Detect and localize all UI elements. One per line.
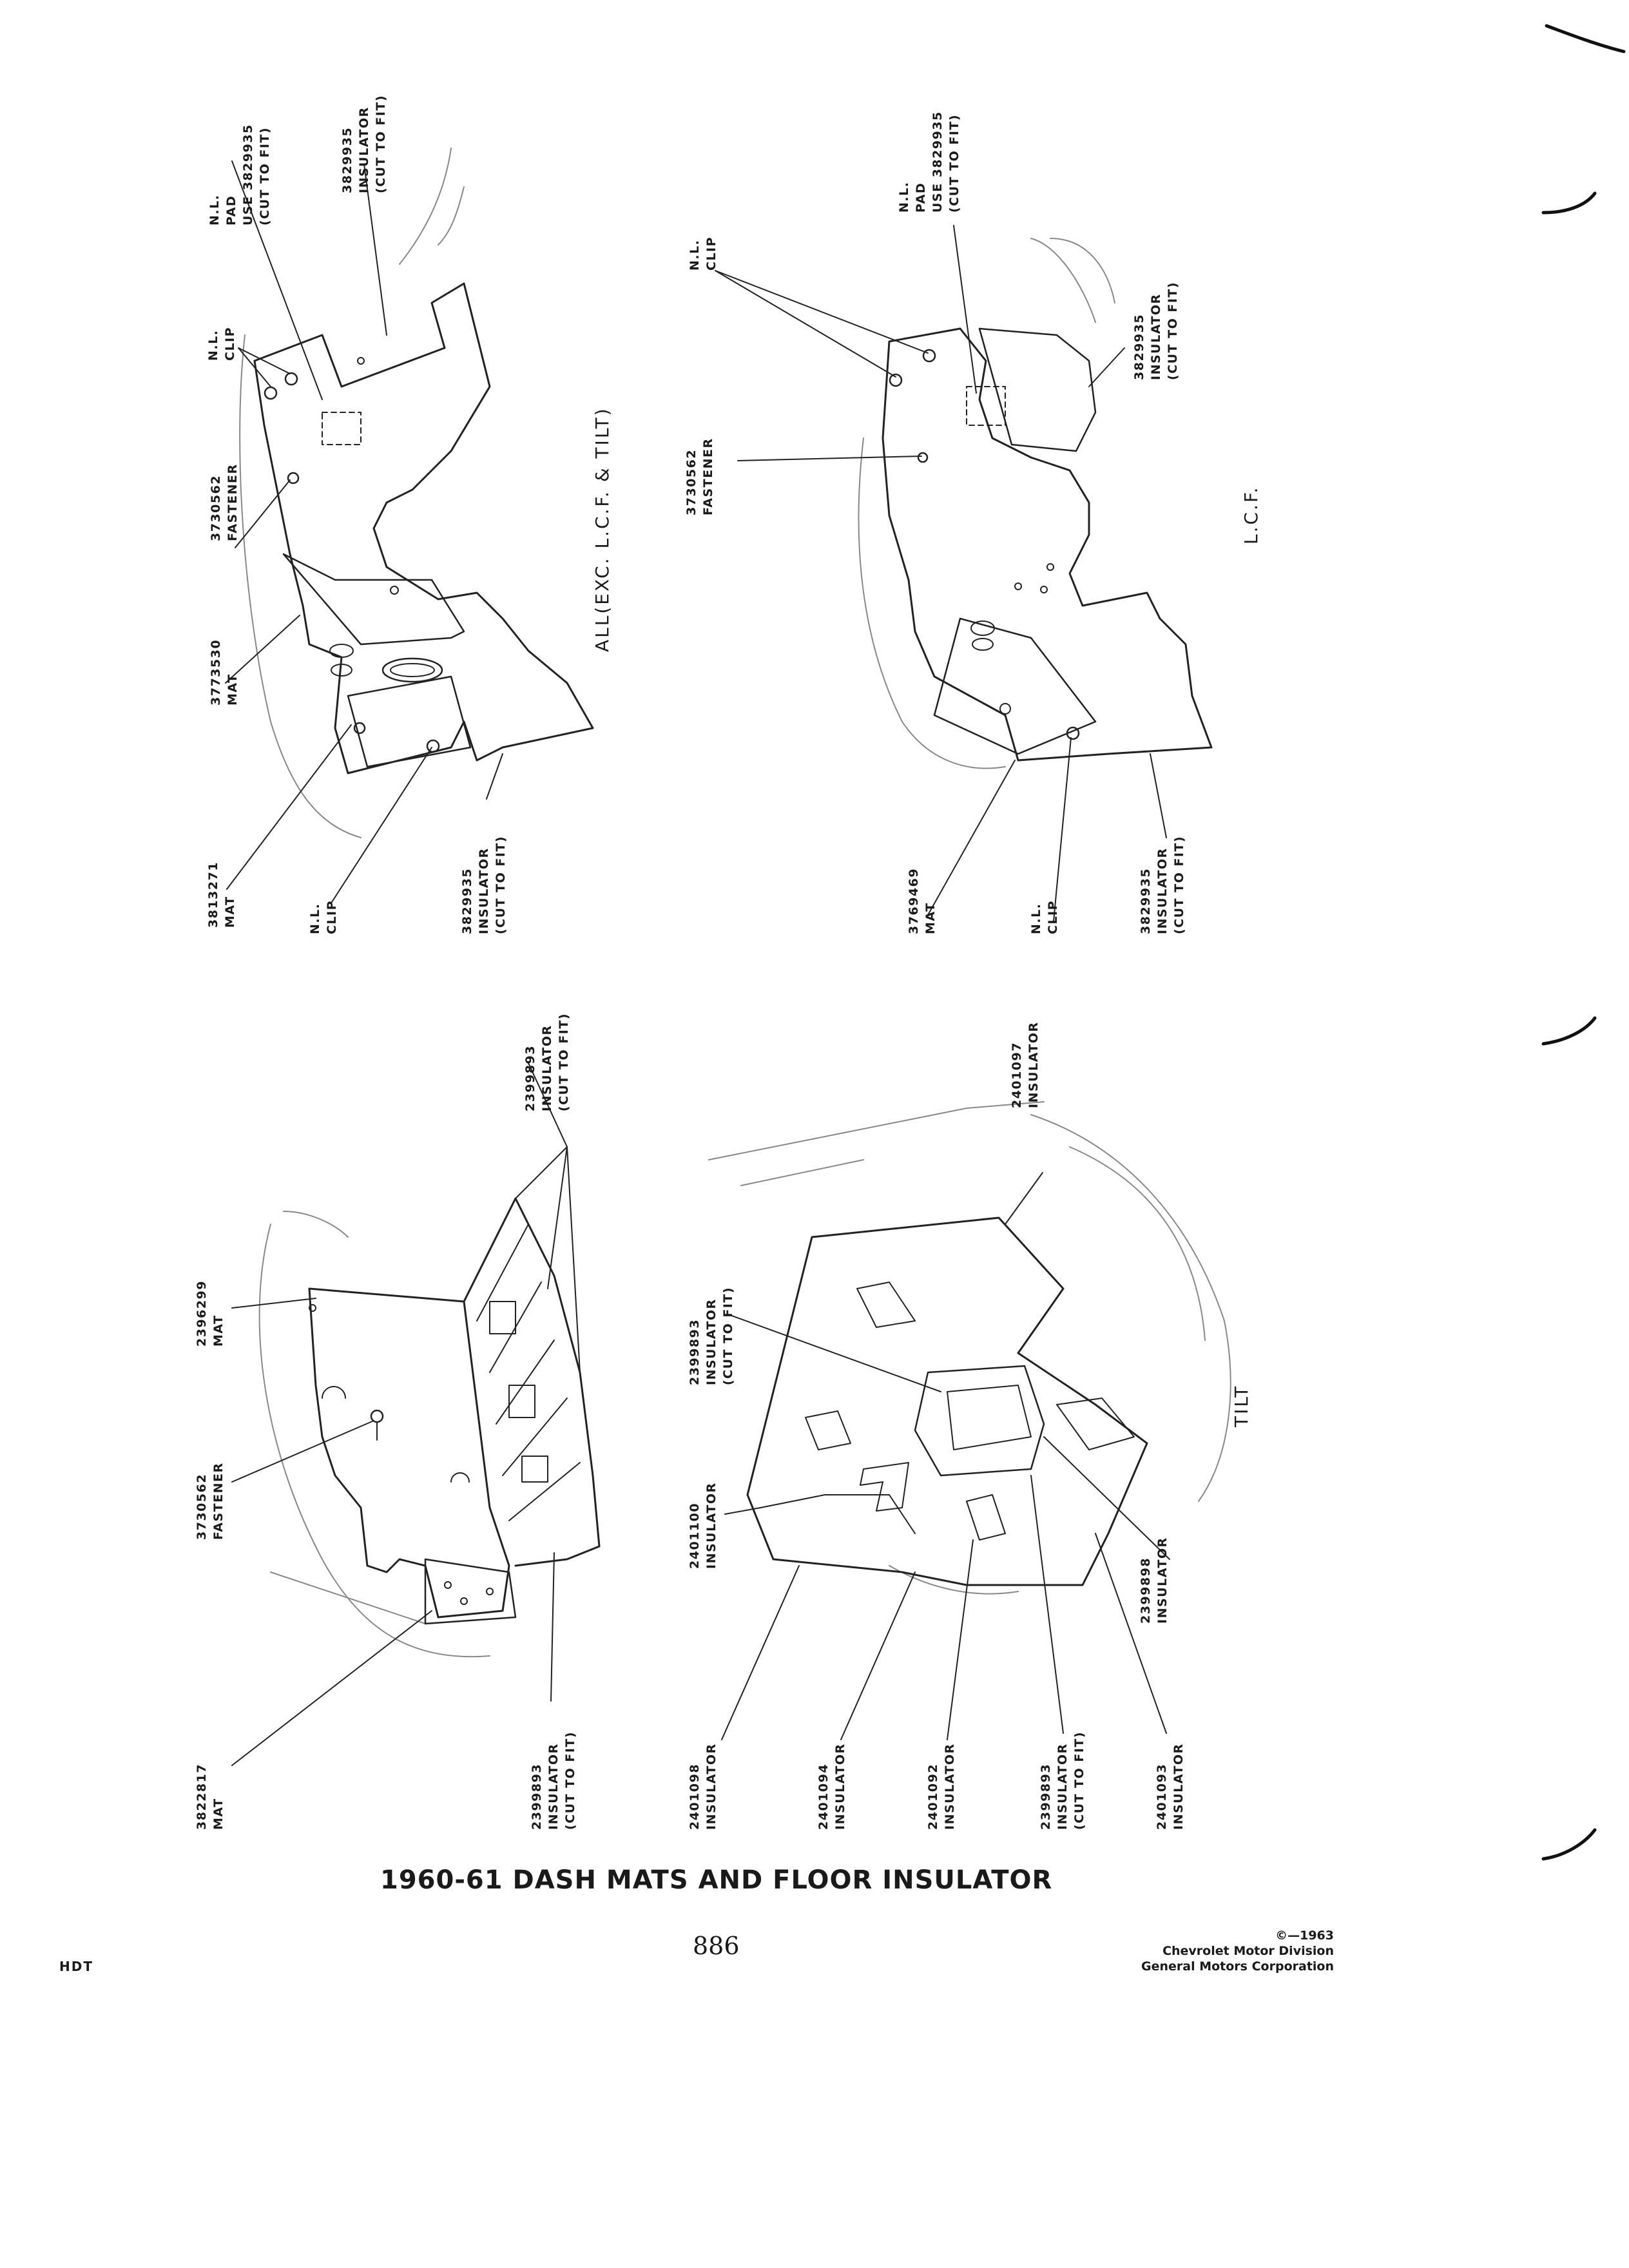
callout-v1-clip-bottom: N.L. CLIP (308, 899, 339, 934)
callout-v3-mat-3822817: 3822817 MAT (195, 1763, 226, 1830)
callout-v1-fastener: 3730562 FASTENER (209, 463, 240, 541)
callout-v2-mat-3769469: 3769469 MAT (907, 867, 938, 934)
footer-code: HDT (59, 1959, 93, 1974)
copyright-corporation: General Motors Corporation (1141, 1959, 1334, 1974)
callout-v4-insulator-2401100: 2401100 INSULATOR (688, 1482, 718, 1569)
view-lcf-drawing (715, 225, 1213, 922)
view-all-exc-drawing (225, 148, 594, 903)
callout-v3-insulator-top: 2399893 INSULATOR (CUT TO FIT) (523, 1012, 571, 1111)
callout-v2-insulator-bottom: 3829935 INSULATOR (CUT TO FIT) (1139, 835, 1186, 934)
callout-v4-insulator-2401094: 2401094 INSULATOR (816, 1743, 847, 1830)
callout-v2-insulator-top: 3829935 INSULATOR (CUT TO FIT) (1132, 281, 1180, 380)
callout-v1-mat-3773530: 3773530 MAT (209, 639, 240, 706)
callout-v4-insulator-2399898: 2399898 INSULATOR (1139, 1537, 1170, 1624)
callout-v2-fastener: 3730562 FASTENER (684, 437, 715, 515)
callout-v4-insulator-2401093: 2401093 INSULATOR (1155, 1743, 1186, 1830)
scan-marks (1541, 24, 1626, 1861)
view-label-all-exc: ALL(EXC. L.C.F. & TILT) (592, 407, 613, 652)
view-label-lcf: L.C.F. (1240, 485, 1262, 544)
callout-v2-clip-bottom: N.L. CLIP (1029, 899, 1060, 934)
view-dash-mat-drawing (231, 1062, 601, 1766)
page-title: 1960-61 DASH MATS AND FLOOR INSULATOR (380, 1865, 1053, 1895)
callout-v4-insulator-2401097: 2401097 INSULATOR (1010, 1021, 1041, 1108)
callout-v4-insulator-2401092: 2401092 INSULATOR (926, 1743, 957, 1830)
view-tilt-drawing (708, 1101, 1231, 1740)
callout-v3-fastener: 3730562 FASTENER (195, 1462, 226, 1540)
callout-v2-clip-top: N.L. CLIP (688, 236, 718, 271)
callout-v1-insulator-top: 3829935 INSULATOR (CUT TO FIT) (340, 94, 388, 193)
callout-v4-insulator-2399893-top: 2399893 INSULATOR (CUT TO FIT) (688, 1286, 735, 1385)
callout-v1-clip-top: N.L. CLIP (206, 326, 237, 361)
page-number: 886 (693, 1932, 740, 1960)
callout-v3-insulator-bottom: 2399893 INSULATOR (CUT TO FIT) (530, 1731, 577, 1830)
callout-v4-insulator-2399893-bottom: 2399893 INSULATOR (CUT TO FIT) (1039, 1731, 1086, 1830)
callout-v4-insulator-2401098: 2401098 INSULATOR (688, 1743, 718, 1830)
callout-v3-mat-2396299: 2396299 MAT (195, 1280, 226, 1347)
callout-v2-pad: N.L. PAD USE 3829935 (CUT TO FIT) (897, 111, 961, 213)
copyright-division: Chevrolet Motor Division (1162, 1944, 1334, 1958)
view-label-tilt: TILT (1231, 1384, 1252, 1427)
copyright-notice: ©—1963 Chevrolet Motor Division General … (1141, 1928, 1334, 1974)
callout-v1-insulator-bottom: 3829935 INSULATOR (CUT TO FIT) (460, 835, 508, 934)
callout-v1-mat-3813271: 3813271 MAT (206, 861, 237, 928)
callout-v1-pad: N.L. PAD USE 3829935 (CUT TO FIT) (207, 124, 272, 226)
copyright-year: ©—1963 (1275, 1928, 1334, 1943)
